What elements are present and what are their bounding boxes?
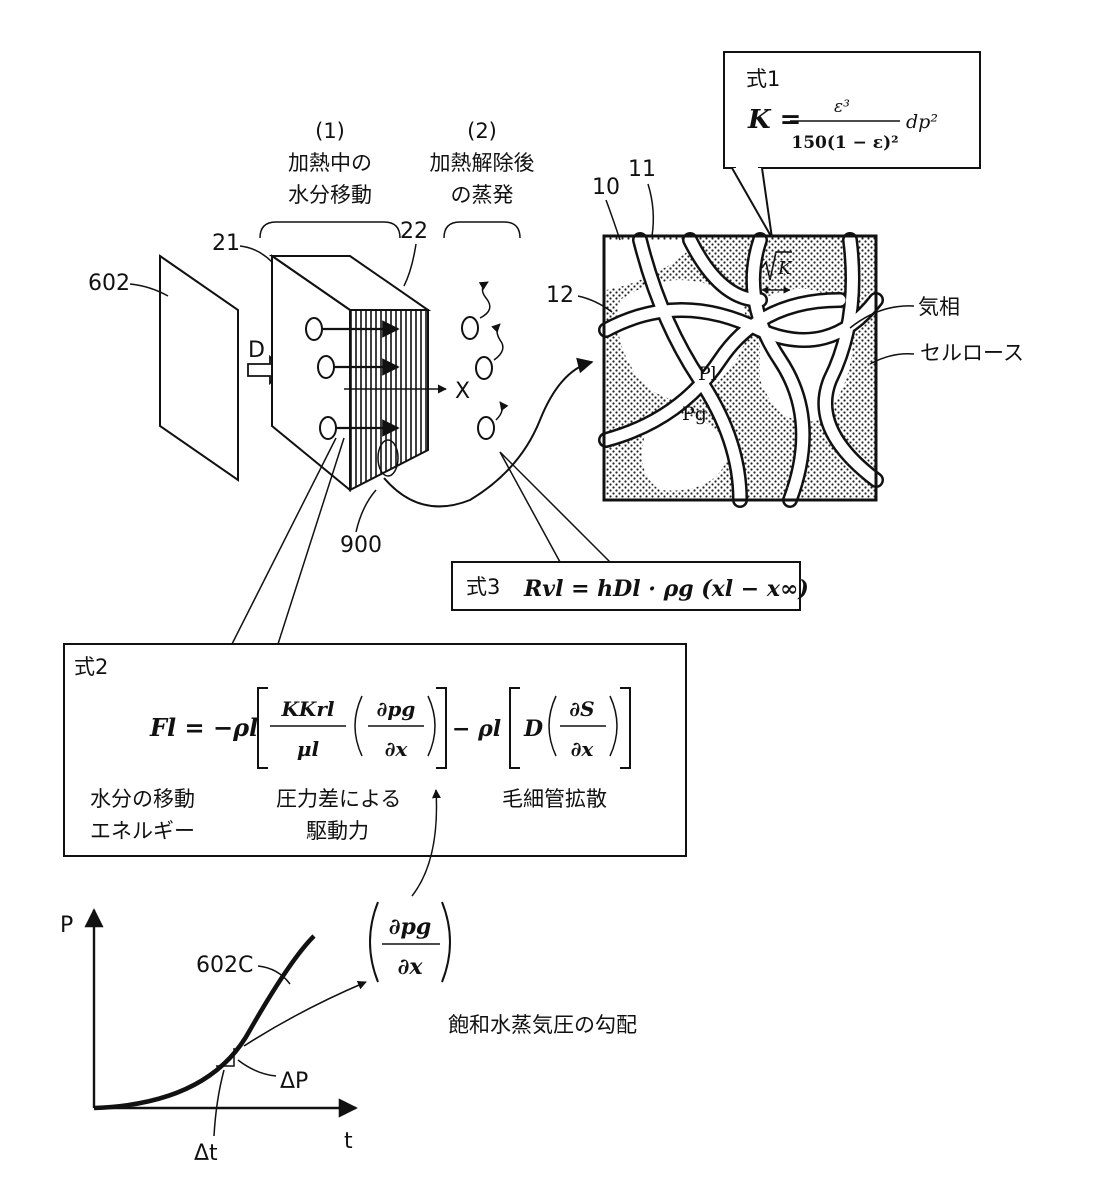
- step1-label: (1) 加熱中の 水分移動: [259, 119, 401, 239]
- graph-to-gradient-arrow: [243, 981, 367, 1047]
- delta-p-label: ΔP: [280, 1069, 308, 1094]
- evaporation-droplets: [461, 281, 509, 440]
- vapor-arrow: [478, 281, 491, 319]
- pg-label: Pg: [682, 403, 707, 425]
- vapor-arrow: [491, 323, 504, 361]
- material-block: 21 22 X 900: [212, 219, 470, 558]
- formula2-frac2-den: ∂x: [385, 737, 409, 761]
- formula1-title: 式1: [746, 67, 780, 91]
- step1-brace: [259, 221, 401, 239]
- ref-12: 12: [546, 283, 574, 308]
- leader-22: [403, 243, 417, 287]
- caption-energy-line2: エネルギー: [90, 819, 195, 843]
- leader-602c: [257, 965, 291, 985]
- formula2-frac3-num: ∂S: [569, 697, 594, 721]
- curve-602c: [93, 934, 316, 1111]
- sqrt-k-label: K: [777, 258, 793, 279]
- leader-12: [577, 295, 613, 313]
- graph-x-label: t: [344, 1129, 353, 1154]
- arrow-d-label: D: [248, 338, 265, 363]
- formula2-lhs: Fl = −ρl: [149, 713, 258, 742]
- formula2-callout: 式2 Fl = −ρl KKrl μl ∂pg ∂x − ρl D ∂S ∂x …: [63, 437, 687, 857]
- ref-22: 22: [400, 219, 428, 244]
- vapor-droplet: [477, 416, 495, 440]
- x-axis-label: X: [455, 379, 470, 404]
- ref-602: 602: [88, 271, 130, 296]
- caption-pressure-line2: 駆動力: [306, 819, 369, 843]
- highlight-ellipse: [377, 439, 399, 477]
- formula1-numerator: ε³: [834, 97, 850, 117]
- ref-21: 21: [212, 231, 240, 256]
- step2-brace: [443, 221, 521, 239]
- delta-t-label: Δt: [194, 1141, 218, 1166]
- vapor-droplet: [461, 316, 479, 340]
- gradient-to-formula-arrow: [411, 789, 441, 897]
- caption-capillary: 毛細管拡散: [502, 787, 607, 811]
- gradient-caption: 飽和水蒸気圧の勾配: [448, 1013, 637, 1037]
- formula3-expression: Rvl = hDl · ρg (xl − x∞): [523, 576, 809, 602]
- formula1-lhs: K =: [747, 105, 801, 135]
- ref-602c: 602C: [196, 953, 253, 978]
- sqrt-sign: [761, 251, 792, 281]
- formula2-frac2-num: ∂pg: [377, 697, 416, 721]
- formula3-title: 式3: [466, 575, 500, 599]
- bracket-left: [257, 687, 268, 769]
- formula1-denominator: 150(1 − ε)²: [791, 133, 898, 153]
- ref-900: 900: [340, 533, 382, 558]
- ref-11: 11: [628, 157, 656, 182]
- graph-y-label: P: [60, 913, 73, 938]
- vapor-arrow: [495, 401, 509, 421]
- gradient-den: ∂x: [398, 954, 424, 980]
- leader-900: [355, 489, 377, 533]
- caption-pressure-line1: 圧力差による: [276, 787, 401, 811]
- gas-phase-label: 気相: [918, 295, 960, 319]
- leader-10: [605, 199, 621, 241]
- leader-gas-phase: [849, 305, 915, 329]
- slope-triangle: [216, 1048, 235, 1067]
- formula2-frac1-den: μl: [297, 737, 320, 761]
- formula2-title: 式2: [74, 655, 108, 679]
- leader-11: [647, 183, 655, 237]
- saturation-pressure-graph: P t 602C ΔP Δt: [60, 908, 367, 1166]
- step2-text-line2: の蒸発: [451, 183, 514, 207]
- ref-10: 10: [592, 175, 620, 200]
- bracket-right: [436, 687, 447, 769]
- step2-label: (2) 加熱解除後 の蒸発: [430, 119, 535, 239]
- heater-plate: 602: [88, 254, 239, 482]
- step2-text-line1: 加熱解除後: [430, 151, 535, 175]
- pressure-gradient: ∂pg ∂x 飽和水蒸気圧の勾配: [369, 901, 637, 1037]
- caption-energy-line1: 水分の移動: [90, 787, 195, 811]
- formula2-mid: − ρl: [452, 716, 501, 742]
- leader-cellulose: [869, 352, 915, 365]
- formula2-frac1-num: KKrl: [281, 697, 335, 721]
- gradient-num: ∂pg: [389, 914, 432, 940]
- formula3-callout: 式3 Rvl = hDl · ρg (xl − x∞): [451, 451, 809, 611]
- leader-21: [239, 245, 273, 263]
- step2-number: (2): [467, 119, 497, 143]
- step1-text-line1: 加熱中の: [288, 151, 372, 175]
- formula2-d: D: [523, 716, 543, 742]
- pl-label: Pl: [698, 363, 717, 385]
- formula2-frac3-den: ∂x: [571, 737, 595, 761]
- formula1-callout: 式1 K = ε³ 150(1 − ε)² dp²: [723, 51, 981, 239]
- leader-602: [129, 283, 169, 297]
- formula1-tail: dp²: [906, 111, 938, 133]
- step1-number: (1): [315, 119, 345, 143]
- cellulose-label: セルロース: [920, 341, 1024, 365]
- vapor-droplet: [475, 356, 493, 380]
- microstructure-panel: Pl Pg K 10 11 12 気相 セルロース: [546, 157, 1024, 508]
- step1-text-line2: 水分移動: [288, 183, 372, 207]
